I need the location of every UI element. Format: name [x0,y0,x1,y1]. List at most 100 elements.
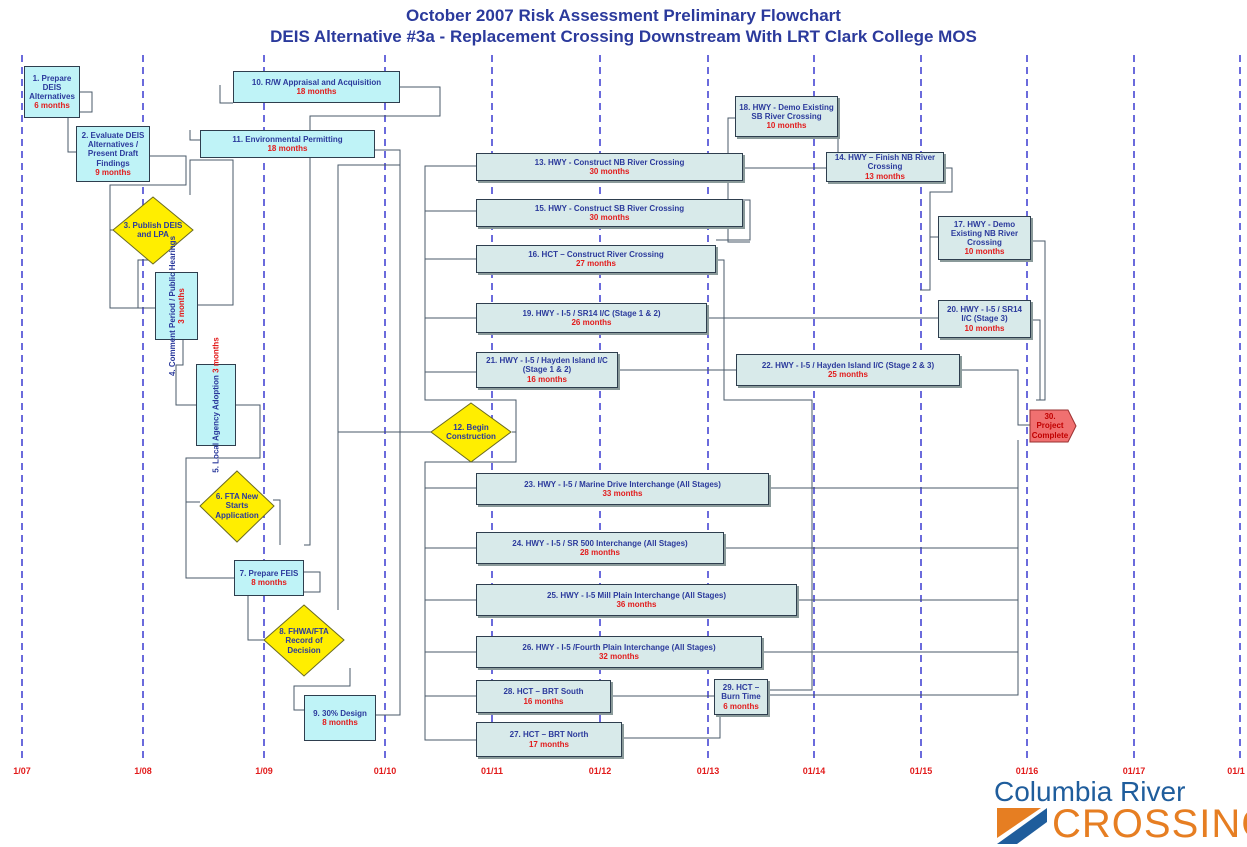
task-9-duration: 8 months [322,718,358,727]
task-5-box: 5. Local Agency Adoption 3 months [196,337,236,473]
task-5-label: 5. Local Agency Adoption [211,375,221,473]
task-16-label: 16. HCT – Construct River Crossing [528,249,664,259]
task-22-duration: 25 months [827,370,868,379]
task-15-duration: 30 months [589,213,630,222]
task-26-box: 26. HWY - I-5 /Fourth Plain Interchange … [476,636,762,668]
task-20-label: 20. HWY - I-5 / SR14 I/C (Stage 3) [947,305,1022,324]
task-28-duration: 16 months [523,696,564,706]
decision-12-label: 12. Begin Construction [446,422,496,441]
task-16-duration: 27 months [575,259,616,268]
task-14-box: 14. HWY – Finish NB River Crossing 13 mo… [826,152,944,182]
task-22-label: 22. HWY - I-5 / Hayden Island I/C (Stage… [761,360,935,370]
time-gridlines [21,55,1241,760]
task-11-box: 11. Environmental Permitting 18 months [200,130,375,158]
tick-label-3: 1/09 [255,766,273,776]
project-complete-label: 30. Project Complete [1031,412,1069,440]
task-7-duration: 8 months [251,578,287,587]
task-2-box: 2. Evaluate DEIS Alternatives / Present … [76,126,150,182]
task-26-label: 26. HWY - I-5 /Fourth Plain Interchange … [522,642,716,652]
task-27-duration: 17 months [528,739,569,749]
tick-label-1: 1/07 [13,766,31,776]
task-21-box: 21. HWY - I-5 / Hayden Island I/C (Stage… [476,352,618,388]
task-21-duration: 16 months [526,374,567,384]
tick-label-9: 01/15 [909,766,933,776]
tick-label-6: 01/12 [588,766,612,776]
logo-line2: CROSSING [1052,802,1247,846]
task-15-box: 15. HWY - Construct SB River Crossing 30… [476,199,743,227]
task-4-duration: 3 months [176,288,186,324]
decision-6-label: 6. FTA New Starts Application [215,492,259,520]
task-10-duration: 18 months [296,87,337,96]
task-29-box: 29. HCT – Burn Time 6 months [714,679,768,715]
task-26-duration: 32 months [598,652,639,661]
decision-6-shape [199,470,275,543]
task-11-duration: 18 months [267,144,308,153]
task-9-label: 9. 30% Design [313,708,367,718]
tick-label-4: 01/10 [373,766,397,776]
tick-label-10: 01/16 [1015,766,1039,776]
tick-label-11: 01/17 [1122,766,1146,776]
logo-mark [997,808,1047,844]
tick-label-12: 01/1 [1227,766,1245,776]
task-28-box: 28. HCT – BRT South 16 months [476,680,611,713]
task-27-box: 27. HCT – BRT North 17 months [476,722,622,757]
chart-title: October 2007 Risk Assessment Preliminary… [406,6,841,25]
decision-8-shape [263,604,345,677]
task-14-label: 14. HWY – Finish NB River Crossing [834,153,936,172]
decision-3-shape [112,196,194,265]
task-18-box: 18. HWY - Demo Existing SB River Crossin… [735,96,838,137]
task-7-label: 7. Prepare FEIS [239,568,299,578]
task-17-duration: 10 months [964,247,1005,257]
task-18-label: 18. HWY - Demo Existing SB River Crossin… [739,102,834,121]
task-27-label: 27. HCT – BRT North [509,730,589,740]
task-10-label: 10. R/W Appraisal and Acquisition [251,77,382,87]
task-1-duration: 6 months [34,101,70,111]
task-9-box: 9. 30% Design 8 months [304,695,376,741]
task-7-box: 7. Prepare FEIS 8 months [234,560,304,596]
tick-label-7: 01/13 [696,766,720,776]
task-28-label: 28. HCT – BRT South [503,687,584,697]
project-complete-shape [1029,409,1077,443]
task-16-box: 16. HCT – Construct River Crossing 27 mo… [476,245,716,273]
task-14-duration: 13 months [864,171,905,181]
tick-label-5: 01/11 [480,766,504,776]
task-15-label: 15. HWY - Construct SB River Crossing [534,203,685,213]
task-2-label: 2. Evaluate DEIS Alternatives / Present … [81,131,145,168]
task-23-label: 23. HWY - I-5 / Marine Drive Interchange… [524,479,721,489]
task-5-duration: 3 months [211,337,221,373]
task-29-duration: 6 months [723,701,759,711]
task-13-box: 13. HWY - Construct NB River Crossing 30… [476,153,743,181]
task-25-duration: 36 months [616,600,657,609]
task-24-box: 24. HWY - I-5 / SR 500 Interchange (All … [476,532,724,564]
task-22-box: 22. HWY - I-5 / Hayden Island I/C (Stage… [736,354,960,386]
task-13-label: 13. HWY - Construct NB River Crossing [534,157,685,167]
task-1-label: 1. Prepare DEIS Alternatives [29,73,75,101]
task-17-box: 17. HWY - Demo Existing NB River Crossin… [938,216,1031,260]
task-24-duration: 28 months [579,548,620,557]
task-25-box: 25. HWY - I-5 Mill Plain Interchange (Al… [476,584,797,616]
task-2-duration: 9 months [95,167,131,177]
tick-label-8: 01/14 [802,766,826,776]
task-20-duration: 10 months [964,323,1005,333]
task-24-label: 24. HWY - I-5 / SR 500 Interchange (All … [512,538,688,548]
task-25-label: 25. HWY - I-5 Mill Plain Interchange (Al… [547,590,726,600]
task-17-label: 17. HWY - Demo Existing NB River Crossin… [950,219,1019,247]
task-1-box: 1. Prepare DEIS Alternatives 6 months [24,66,80,118]
task-23-box: 23. HWY - I-5 / Marine Drive Interchange… [476,473,769,505]
tick-label-2: 1/08 [134,766,152,776]
decision-8-label: 8. FHWA/FTA Record of Decision [279,627,329,655]
task-21-label: 21. HWY - I-5 / Hayden Island I/C (Stage… [486,356,608,375]
task-11-label: 11. Environmental Permitting [232,134,343,144]
decision-12-shape [430,402,512,463]
decision-3-label: 3. Publish DEIS and LPA [123,220,183,239]
task-10-box: 10. R/W Appraisal and Acquisition 18 mon… [233,71,400,103]
logo-line1: Columbia River [994,776,1186,807]
task-19-duration: 26 months [571,318,612,327]
task-29-label: 29. HCT – Burn Time [721,683,761,702]
task-20-box: 20. HWY - I-5 / SR14 I/C (Stage 3) 10 mo… [938,300,1031,338]
task-13-duration: 30 months [589,167,630,176]
chart-subtitle: DEIS Alternative #3a - Replacement Cross… [270,27,977,46]
task-19-label: 19. HWY - I-5 / SR14 I/C (Stage 1 & 2) [522,308,661,318]
